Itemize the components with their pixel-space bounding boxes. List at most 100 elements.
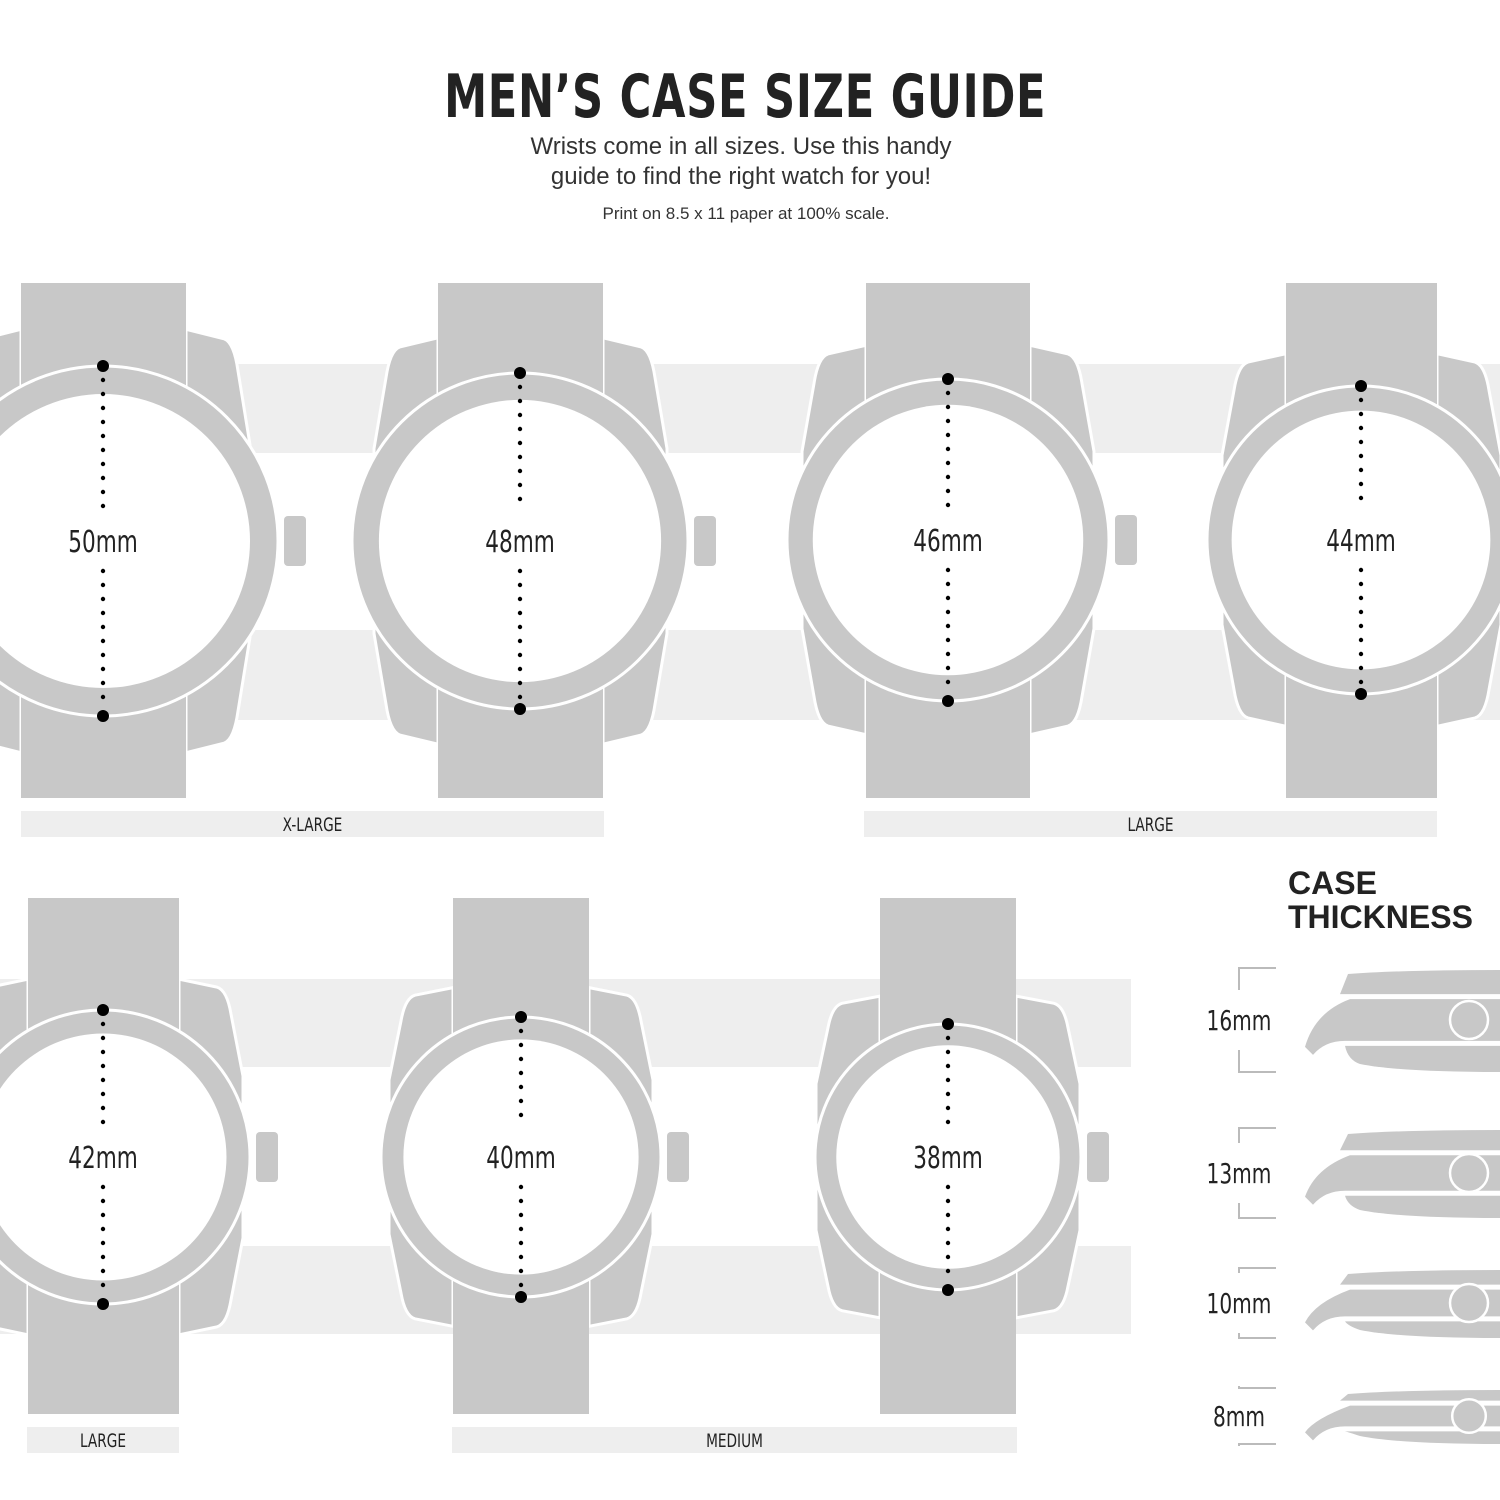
measure-dot <box>100 1021 106 1027</box>
measure-dot <box>517 680 523 686</box>
measure-dot <box>945 595 951 601</box>
measure-dot <box>100 596 106 602</box>
measure-dot <box>517 482 523 488</box>
measure-dot <box>100 503 106 509</box>
crown <box>667 1132 689 1182</box>
measure-dot <box>100 610 106 616</box>
measure-dot <box>1358 439 1364 445</box>
print-note: Print on 8.5 x 11 paper at 100% scale. <box>602 204 890 223</box>
bracket <box>1238 1386 1276 1446</box>
measure-dot <box>517 496 523 502</box>
measure-dot-top <box>1355 380 1367 392</box>
measure-dot <box>518 1028 524 1034</box>
measure-dot <box>945 488 951 494</box>
measure-dot <box>1358 609 1364 615</box>
thickness-label: 13mm <box>1207 1157 1272 1190</box>
measure-dot <box>517 582 523 588</box>
measure-dot <box>945 581 951 587</box>
measure-dot <box>945 1049 951 1055</box>
measure-dot <box>517 468 523 474</box>
measure-dot <box>1358 581 1364 587</box>
measure-dot <box>100 1254 106 1260</box>
measure-dot <box>945 1035 951 1041</box>
measure-dot <box>945 460 951 466</box>
crown <box>256 1132 278 1182</box>
measure-dot <box>100 1035 106 1041</box>
watch-46mm: 46mm <box>785 283 1137 798</box>
measure-dot <box>518 1226 524 1232</box>
measure-dot <box>1358 481 1364 487</box>
measure-dot <box>945 1119 951 1125</box>
measure-dot <box>945 1212 951 1218</box>
measure-dot-top <box>97 1004 109 1016</box>
measure-dot <box>100 447 106 453</box>
measure-dot <box>518 1056 524 1062</box>
watch-38mm: 38mm <box>813 898 1109 1414</box>
measure-dot <box>100 391 106 397</box>
measure-dot <box>100 1119 106 1125</box>
measure-dot <box>945 1091 951 1097</box>
measure-dot <box>518 1042 524 1048</box>
measure-dot <box>518 1098 524 1104</box>
measure-dot <box>518 1268 524 1274</box>
case-back-profile <box>1345 1431 1500 1444</box>
crown-profile <box>1448 1152 1490 1194</box>
measure-dot <box>100 419 106 425</box>
crown <box>694 516 716 566</box>
thickness-label: 16mm <box>1207 1004 1272 1037</box>
measure-dot <box>100 1268 106 1274</box>
measure-dot <box>945 567 951 573</box>
subtitle: Wrists come in all sizes. Use this handy… <box>0 132 1482 192</box>
measure-dot <box>945 390 951 396</box>
measure-dot <box>945 1240 951 1246</box>
crown <box>1115 515 1137 565</box>
measure-dot <box>518 1212 524 1218</box>
measure-dot-bottom <box>942 1284 954 1296</box>
measure-dot-bottom <box>942 695 954 707</box>
size-category-label: X-LARGE <box>283 814 343 836</box>
diameter-label: 44mm <box>1326 525 1396 559</box>
measure-dot <box>1358 467 1364 473</box>
measure-dot <box>518 1084 524 1090</box>
watch-50mm: 50mm <box>0 283 306 798</box>
crown <box>284 516 306 566</box>
measure-dot <box>945 418 951 424</box>
case-back-profile <box>1345 1321 1500 1338</box>
measure-dot <box>100 377 106 383</box>
case-bezel-profile <box>1340 1270 1500 1285</box>
title-text: MEN’S CASE SIZE GUIDE <box>443 62 1047 132</box>
measure-dot <box>945 1063 951 1069</box>
measure-dot <box>100 568 106 574</box>
measure-dot <box>945 623 951 629</box>
measure-dot <box>517 412 523 418</box>
measure-dot <box>517 638 523 644</box>
measure-dot <box>518 1112 524 1118</box>
measure-dot <box>100 582 106 588</box>
watch-42mm: 42mm <box>0 898 278 1414</box>
measure-dot <box>100 638 106 644</box>
measure-dot <box>1358 665 1364 671</box>
subtitle-line-2: guide to find the right watch for you! <box>550 163 932 190</box>
measure-dot <box>100 666 106 672</box>
size-category-bar <box>452 1427 1017 1453</box>
bracket <box>1238 967 1276 1073</box>
measure-dot <box>1358 623 1364 629</box>
case-bezel-profile <box>1340 970 1500 995</box>
bracket <box>1238 1267 1276 1339</box>
measure-dot <box>517 398 523 404</box>
measure-dot <box>945 1105 951 1111</box>
measure-dot <box>518 1198 524 1204</box>
measure-dot <box>945 432 951 438</box>
size-category-label: LARGE <box>80 1430 126 1452</box>
measure-dot <box>100 652 106 658</box>
measure-dot <box>100 433 106 439</box>
measure-dot <box>517 568 523 574</box>
dial <box>836 1045 1060 1269</box>
dial <box>1231 410 1491 670</box>
measure-dot-bottom <box>97 1298 109 1310</box>
measure-dot <box>100 694 106 700</box>
measure-dot <box>100 1226 106 1232</box>
measure-dot <box>518 1184 524 1190</box>
measure-dot <box>100 680 106 686</box>
